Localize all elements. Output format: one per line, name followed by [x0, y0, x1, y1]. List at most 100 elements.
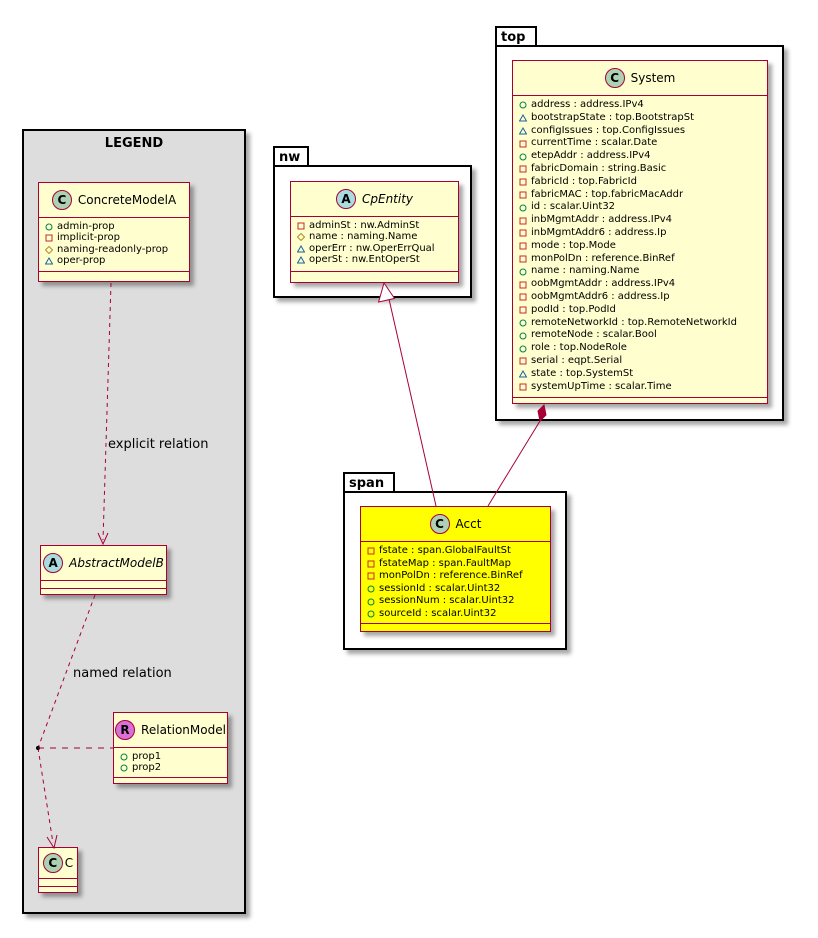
attribute-row: podId : top.PodId: [518, 304, 765, 317]
attribute-row: id : scalar.Uint32: [518, 201, 765, 214]
public-icon: [518, 153, 528, 161]
package-top-tab: top: [495, 26, 537, 46]
attribute-row: role : top.NodeRole: [518, 342, 765, 355]
attribute-text: oobMgmtAddr6 : address.Ip: [531, 290, 670, 302]
attribute-row: prop1: [119, 751, 225, 762]
attribute-row: adminSt : nw.AdminSt: [296, 220, 456, 231]
named-relation-edge: [37, 594, 96, 749]
private-icon: [518, 229, 528, 237]
attribute-text: id : scalar.Uint32: [531, 201, 616, 213]
class-name: RelationModel: [141, 723, 226, 737]
attribute-text: adminSt : nw.AdminSt: [309, 220, 420, 231]
attribute-row: configIssues : top.ConfigIssues: [518, 125, 765, 138]
attribute-row: currentTime : scalar.Date: [518, 137, 765, 150]
named-relation-label: named relation: [73, 666, 172, 681]
attribute-row: bootstrapState : top.BootstrapSt: [518, 112, 765, 125]
attribute-row: operSt : nw.EntOperSt: [296, 254, 456, 265]
class-abstract-model-b[interactable]: A AbstractModelB: [40, 545, 167, 595]
class-c[interactable]: C C: [38, 847, 78, 893]
attribute-row: inbMgmtAddr6 : address.Ip: [518, 227, 765, 240]
private-icon: [518, 165, 528, 173]
private-icon: [296, 222, 306, 230]
attribute-row: systemUpTime : scalar.Time: [518, 381, 765, 394]
attribute-row: remoteNetworkId : top.RemoteNetworkId: [518, 317, 765, 330]
attribute-row: sessionNum : scalar.Uint32: [366, 595, 548, 608]
attribute-row: etepAddr : address.IPv4: [518, 150, 765, 163]
attribute-row: admin-prop: [44, 221, 187, 232]
attribute-text: implicit-prop: [57, 232, 120, 244]
attribute-text: serial : eqpt.Serial: [531, 354, 623, 366]
public-icon: [518, 268, 528, 276]
private-icon: [366, 560, 376, 568]
private-icon: [518, 191, 528, 199]
public-icon: [44, 223, 54, 231]
attribute-text: sourceId : scalar.Uint32: [379, 607, 497, 619]
attribute-text: name : naming.Name: [309, 231, 418, 243]
attribute-text: fabricMAC : top.fabricMacAddr: [531, 188, 684, 200]
package-label: nw: [279, 150, 301, 165]
attribute-text: operSt : nw.EntOperSt: [309, 254, 420, 266]
private-icon: [518, 178, 528, 186]
public-icon: [518, 101, 528, 109]
class-cp-entity[interactable]: A CpEntity adminSt : nw.AdminSt name : n…: [290, 181, 459, 283]
named-relation-edge: [37, 747, 54, 844]
divider: [361, 623, 550, 624]
class-name: ConcreteModelA: [77, 193, 177, 207]
class-concrete-model-a[interactable]: C ConcreteModelA admin-prop implicit-pro…: [38, 182, 190, 282]
attribute-row: fstateMap : span.FaultMap: [366, 558, 548, 571]
attribute-text: inbMgmtAddr6 : address.Ip: [531, 226, 667, 238]
composition-edge: [487, 420, 541, 507]
divider: [513, 95, 767, 96]
divider: [114, 777, 227, 778]
divider: [39, 878, 77, 879]
explicit-relation-edge: [102, 282, 112, 541]
class-name: CpEntity: [361, 192, 414, 206]
arrowhead-icon: [46, 834, 58, 850]
package-icon: [518, 126, 528, 135]
attribute-text: fabricDomain : string.Basic: [531, 162, 667, 174]
private-icon: [518, 357, 528, 365]
protected-icon: [296, 233, 306, 242]
divider: [39, 886, 77, 887]
attribute-text: monPolDn : reference.BinRef: [379, 570, 523, 582]
attribute-row: prop2: [119, 762, 225, 773]
class-relation-model[interactable]: R RelationModel prop1 prop2: [113, 712, 228, 784]
class-name: AbstractModelB: [69, 556, 164, 570]
abstract-stereotype-icon: A: [43, 553, 64, 573]
abstract-stereotype-icon: A: [335, 189, 356, 209]
divider: [39, 217, 189, 218]
legend-title: LEGEND: [104, 136, 164, 151]
public-icon: [366, 610, 376, 618]
attribute-row: inbMgmtAddr : address.IPv4: [518, 214, 765, 227]
attribute-text: podId : top.PodId: [531, 303, 616, 315]
attribute-text: etepAddr : address.IPv4: [531, 150, 651, 162]
divider: [114, 747, 227, 748]
divider: [361, 541, 550, 542]
class-name: Acct: [455, 517, 482, 531]
attribute-text: mode : top.Mode: [531, 239, 616, 251]
private-icon: [518, 217, 528, 225]
class-name: System: [630, 71, 676, 85]
class-stereotype-icon: C: [42, 853, 63, 873]
attribute-row: oobMgmtAddr6 : address.Ip: [518, 291, 765, 304]
public-icon: [119, 753, 129, 761]
attribute-text: state : top.SystemSt: [531, 367, 634, 379]
class-stereotype-icon: C: [429, 514, 450, 534]
package-label: span: [349, 476, 385, 491]
attribute-row: name : naming.Name: [518, 265, 765, 278]
relation-stereotype-icon: R: [115, 720, 136, 740]
inheritance-triangle-icon: [377, 281, 396, 303]
private-icon: [366, 572, 376, 580]
explicit-relation-label: explicit relation: [108, 437, 209, 452]
attribute-text: remoteNetworkId : top.RemoteNetworkId: [531, 316, 737, 328]
public-icon: [518, 332, 528, 340]
class-name: C: [64, 856, 74, 870]
package-icon: [44, 256, 54, 265]
protected-icon: [44, 245, 54, 254]
divider: [41, 588, 166, 589]
attribute-text: remoteNode : scalar.Bool: [531, 329, 657, 341]
package-icon: [296, 244, 306, 253]
